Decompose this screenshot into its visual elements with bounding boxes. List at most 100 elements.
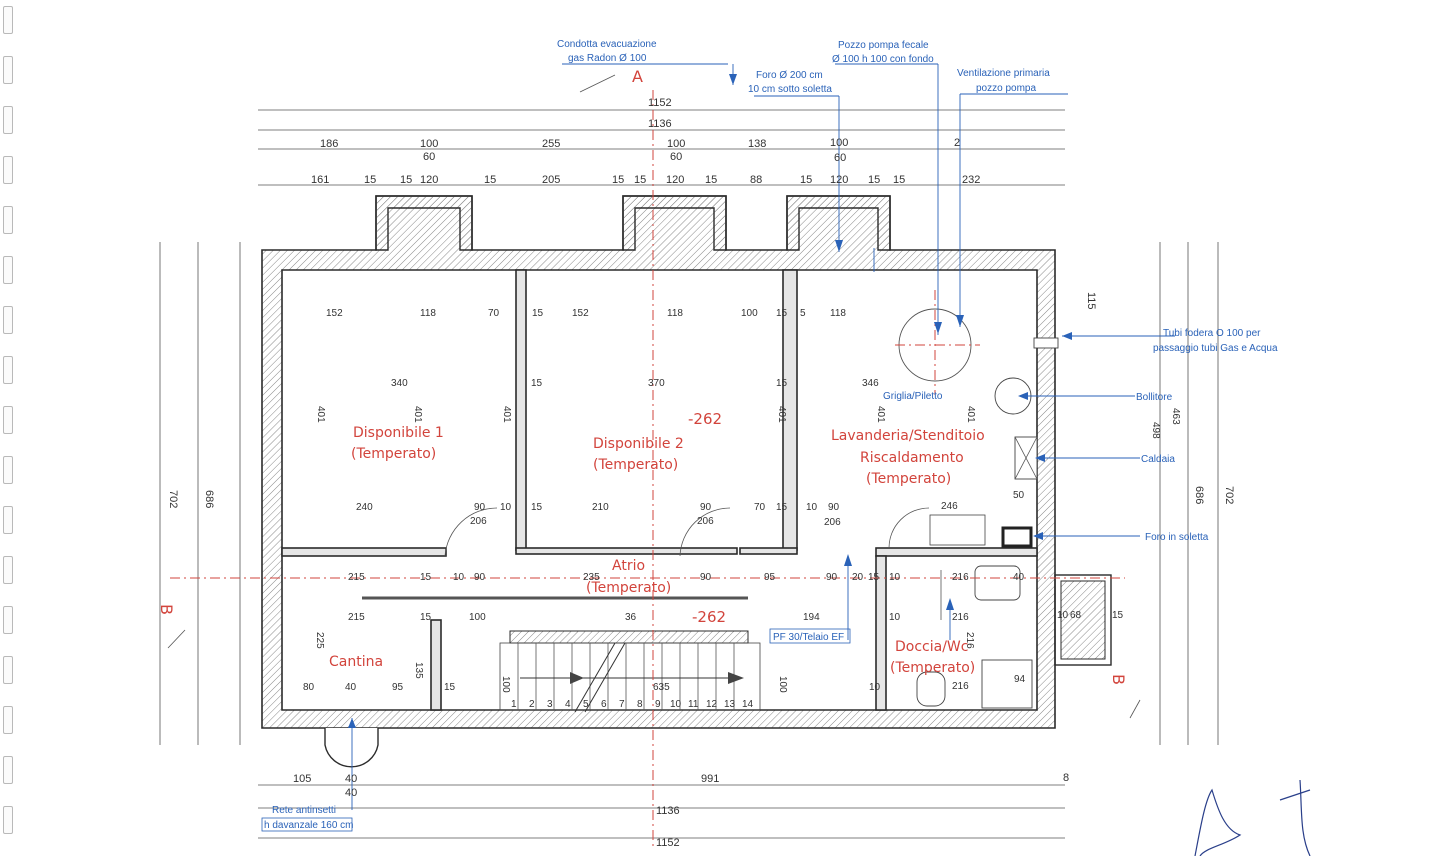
dim-top-row2: 138 — [748, 138, 766, 150]
dim-inner-v: 135 — [413, 662, 424, 679]
dim-top-row2: 60 — [423, 151, 435, 163]
section-mark-b-left: B — [157, 604, 176, 615]
room-disponibile-1-type: (Temperato) — [351, 446, 436, 462]
dim-inner-v: 463 — [1170, 408, 1181, 425]
dim-bottom: 40 — [345, 787, 357, 799]
dim-inner: 194 — [803, 612, 820, 623]
dim-inner: 70 — [754, 502, 766, 513]
dim-top-row3: 15 — [484, 174, 496, 186]
room-disponibile-2-type: (Temperato) — [593, 457, 678, 473]
dim-inner: 15 — [1112, 610, 1124, 621]
dim-1136-top: 1136 — [648, 118, 672, 130]
room-lavanderia-type: (Temperato) — [866, 471, 951, 487]
dim-1136-bottom: 1136 — [656, 805, 680, 817]
dim-inner: 5 — [800, 308, 806, 319]
dim-top-row3: 120 — [830, 174, 848, 186]
dim-inner-v: 401 — [776, 406, 787, 423]
dim-inner: 206 — [470, 516, 487, 527]
dim-inner-v: 100 — [777, 676, 788, 693]
dim-inner: 15 — [420, 572, 432, 583]
dim-inner: 100 — [469, 612, 486, 623]
note-tubes-line1: Tubi fodera O 100 per — [1163, 328, 1261, 339]
walls — [261, 195, 1112, 729]
stair-step: 9 — [655, 699, 661, 710]
dimension-lines — [159, 109, 1219, 839]
dim-inner: 40 — [345, 682, 357, 693]
room-disponibile-1: Disponibile 1 — [353, 425, 444, 441]
dim-686-left: 686 — [203, 490, 215, 508]
dim-bottom: 40 — [345, 773, 357, 785]
binder-hole — [3, 306, 13, 334]
dim-inner-v: 401 — [315, 406, 326, 423]
dim-inner: 15 — [776, 378, 788, 389]
room-atrio: Atrio — [612, 558, 645, 574]
dim-inner: 20 — [852, 572, 864, 583]
dim-inner: 10 — [889, 572, 901, 583]
stair-step: 14 — [742, 699, 754, 710]
dim-inner: 15 — [531, 378, 543, 389]
stair-step: 6 — [601, 699, 607, 710]
note-hole200-line1: Foro Ø 200 cm — [756, 70, 823, 81]
dim-inner-v: 498 — [1150, 422, 1161, 439]
note-pit-line1: Pozzo pompa fecale — [838, 40, 929, 51]
dim-top-row3: 15 — [800, 174, 812, 186]
note-caldaia: Caldaia — [1141, 454, 1175, 465]
note-hole200-line2: 10 cm sotto soletta — [748, 84, 832, 95]
leader-lines — [348, 63, 1175, 810]
dim-inner: 94 — [1014, 674, 1026, 685]
dim-top-row3: 120 — [666, 174, 684, 186]
dim-inner: 216 — [952, 681, 969, 692]
binder-hole — [3, 56, 13, 84]
dim-bottom: 991 — [701, 773, 719, 785]
dim-1152-bottom: 1152 — [656, 837, 680, 849]
dim-inner: 90 — [828, 502, 840, 513]
dim-inner: 118 — [830, 308, 846, 319]
room-disponibile-2: Disponibile 2 — [593, 436, 684, 452]
note-rete-line1: Rete antinsetti — [272, 805, 336, 816]
binder-hole — [3, 256, 13, 284]
dim-inner: 68 — [1070, 610, 1082, 621]
dim-inner: 340 — [391, 378, 408, 389]
binder-hole — [3, 406, 13, 434]
binder-hole — [3, 806, 13, 834]
stair-step: 1 — [511, 699, 517, 710]
dim-inner: 15 — [444, 682, 456, 693]
room-lavanderia: Lavanderia/Stenditoio — [831, 428, 985, 444]
dim-top-row3: 120 — [420, 174, 438, 186]
stair-step: 7 — [619, 699, 625, 710]
dim-inner: 240 — [356, 502, 373, 513]
stair-step: 8 — [637, 699, 643, 710]
binder-hole — [3, 756, 13, 784]
note-pf: PF 30/Telaio EF — [773, 632, 844, 643]
dim-702-right: 702 — [1223, 486, 1235, 504]
dim-top-row3: 232 — [962, 174, 980, 186]
dim-inner: 15 — [532, 308, 544, 319]
dim-inner: 50 — [1013, 490, 1025, 501]
dim-top-row3: 15 — [612, 174, 624, 186]
note-radon-line2: gas Radon Ø 100 — [568, 53, 647, 64]
level-mark-1: -262 — [688, 410, 722, 428]
binder-hole — [3, 106, 13, 134]
dim-top-row3: 161 — [311, 174, 329, 186]
dim-inner: 15 — [420, 612, 432, 623]
binder-hole — [3, 206, 13, 234]
dim-inner: 90 — [474, 502, 486, 513]
stair-step: 12 — [706, 699, 718, 710]
room-cantina: Cantina — [329, 654, 383, 670]
dim-inner: 100 — [741, 308, 758, 319]
dim-top-row3: 15 — [400, 174, 412, 186]
note-bollitore: Bollitore — [1136, 392, 1173, 403]
dim-top-row3: 88 — [750, 174, 762, 186]
dim-inner-v: 401 — [501, 406, 512, 423]
dim-bottom: 105 — [293, 773, 311, 785]
dim-inner: 346 — [862, 378, 879, 389]
dim-inner: 90 — [474, 572, 486, 583]
doors-fixtures — [324, 248, 1059, 768]
dim-inner: 635 — [653, 682, 670, 693]
dim-inner: 206 — [824, 517, 841, 528]
note-tubes-line2: passaggio tubi Gas e Acqua — [1153, 343, 1278, 354]
binder-hole — [3, 556, 13, 584]
dim-inner: 118 — [420, 308, 436, 319]
dim-inner: 152 — [572, 308, 589, 319]
